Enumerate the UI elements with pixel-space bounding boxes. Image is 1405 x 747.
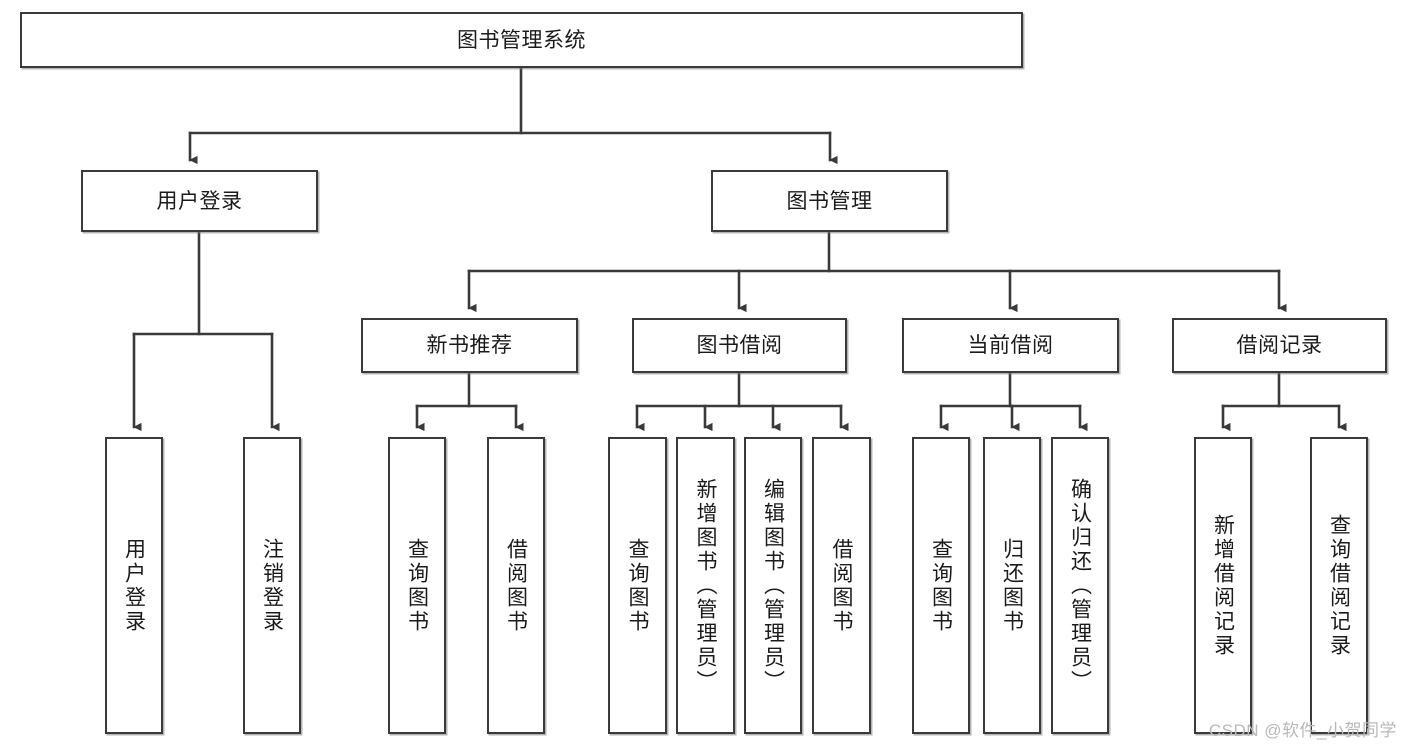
node-leaf-borrow-book-recommend[interactable]: 借阅图书 — [487, 437, 545, 734]
node-leaf-borrow-book-label: 借阅图书 — [830, 537, 853, 634]
node-leaf-user-login-label: 用户登录 — [122, 537, 146, 634]
node-leaf-add-book-admin[interactable]: 新增图书（管理员） — [676, 437, 735, 734]
node-new-book-recommend[interactable]: 新书推荐 — [361, 318, 578, 373]
node-leaf-query-book-current[interactable]: 查询图书 — [912, 437, 970, 734]
node-borrow-record-label: 借阅记录 — [1236, 334, 1323, 357]
node-current-borrow[interactable]: 当前借阅 — [902, 318, 1119, 373]
node-book-management[interactable]: 图书管理 — [711, 170, 948, 232]
csdn-watermark: CSDN @软件_小贺同学 — [1208, 721, 1397, 740]
node-leaf-borrow-book[interactable]: 借阅图书 — [812, 437, 871, 734]
node-leaf-return-book-label: 归还图书 — [1000, 537, 1024, 634]
node-leaf-confirm-return-admin[interactable]: 确认归还（管理员） — [1051, 437, 1109, 734]
node-leaf-add-book-admin-label: 新增图书（管理员） — [694, 477, 717, 694]
node-new-book-recommend-label: 新书推荐 — [426, 334, 513, 357]
node-book-management-label: 图书管理 — [786, 189, 873, 213]
node-leaf-query-book-current-label: 查询图书 — [929, 537, 953, 634]
node-book-borrow[interactable]: 图书借阅 — [632, 318, 847, 373]
node-leaf-query-book-borrow-label: 查询图书 — [626, 537, 649, 634]
node-book-borrow-label: 图书借阅 — [696, 334, 783, 357]
node-leaf-logout-login-label: 注销登录 — [260, 537, 284, 634]
node-leaf-return-book[interactable]: 归还图书 — [983, 437, 1041, 734]
node-root-system-label: 图书管理系统 — [457, 28, 586, 52]
node-leaf-user-login[interactable]: 用户登录 — [105, 437, 163, 734]
node-leaf-logout-login[interactable]: 注销登录 — [243, 437, 301, 734]
node-leaf-query-borrow-record[interactable]: 查询借阅记录 — [1310, 437, 1368, 734]
node-user-login[interactable]: 用户登录 — [81, 170, 318, 232]
node-leaf-edit-book-admin[interactable]: 编辑图书（管理员） — [744, 437, 802, 734]
node-leaf-query-book-borrow[interactable]: 查询图书 — [608, 437, 667, 734]
node-root-system[interactable]: 图书管理系统 — [20, 12, 1023, 68]
node-leaf-query-borrow-record-label: 查询借阅记录 — [1327, 513, 1351, 658]
node-current-borrow-label: 当前借阅 — [967, 334, 1054, 357]
node-leaf-borrow-book-recommend-label: 借阅图书 — [504, 537, 528, 634]
node-leaf-confirm-return-admin-label: 确认归还（管理员） — [1068, 477, 1092, 694]
node-borrow-record[interactable]: 借阅记录 — [1172, 318, 1387, 373]
node-leaf-query-book-recommend[interactable]: 查询图书 — [388, 437, 446, 734]
node-leaf-edit-book-admin-label: 编辑图书（管理员） — [761, 477, 785, 694]
node-leaf-add-borrow-record[interactable]: 新增借阅记录 — [1194, 437, 1252, 734]
node-leaf-add-borrow-record-label: 新增借阅记录 — [1211, 513, 1235, 658]
node-leaf-query-book-recommend-label: 查询图书 — [405, 537, 429, 634]
node-user-login-label: 用户登录 — [156, 189, 243, 213]
